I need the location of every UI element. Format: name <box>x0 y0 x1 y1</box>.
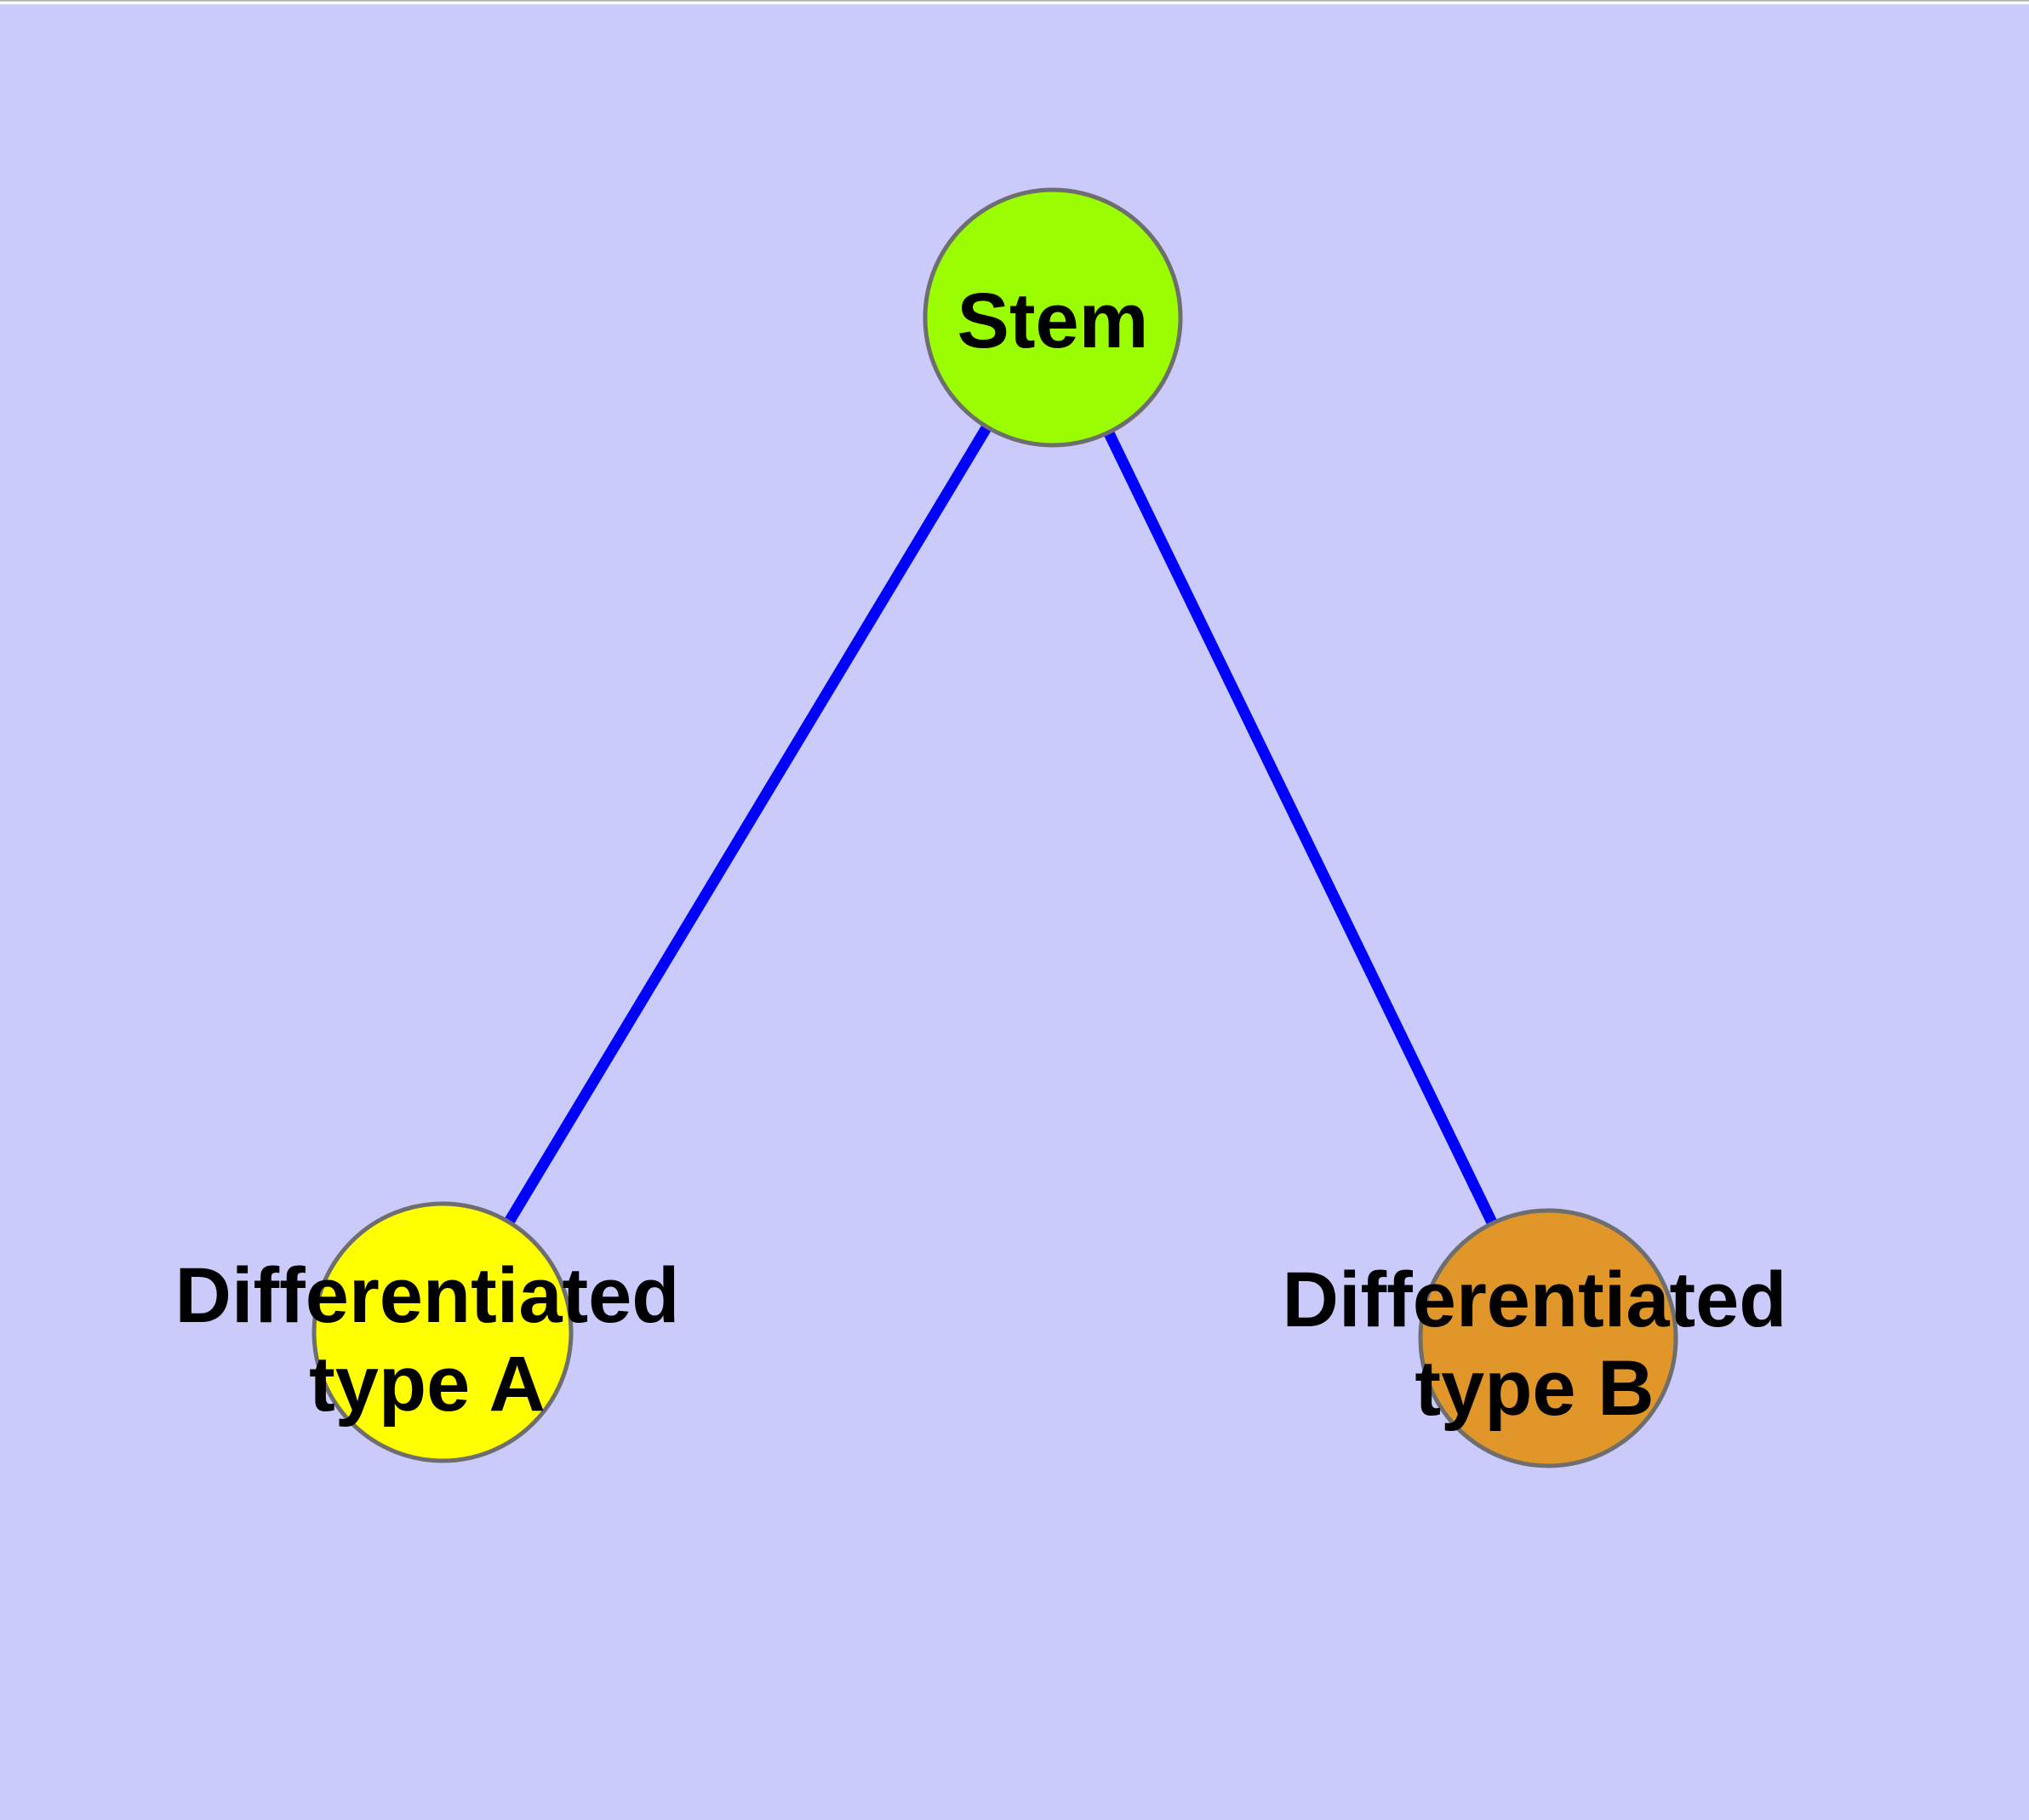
edge-stem-to-type-a <box>437 314 1058 1336</box>
node-stem-label: Stem <box>957 278 1149 364</box>
edge-stem-to-type-b <box>1048 315 1553 1341</box>
node-type-a-label-line2: type A <box>309 1341 546 1428</box>
node-differentiated-type-b <box>1418 1208 1678 1468</box>
node-differentiated-type-a <box>311 1201 574 1463</box>
top-margin-strip <box>0 0 2029 4</box>
node-type-b-label-line2: type B <box>1415 1345 1654 1432</box>
node-stem <box>923 187 1183 448</box>
node-type-b-label-line1: Differentiated <box>1283 1256 1787 1343</box>
top-border-line <box>0 0 2029 2</box>
node-type-a-label-line1: Differentiated <box>175 1252 680 1339</box>
